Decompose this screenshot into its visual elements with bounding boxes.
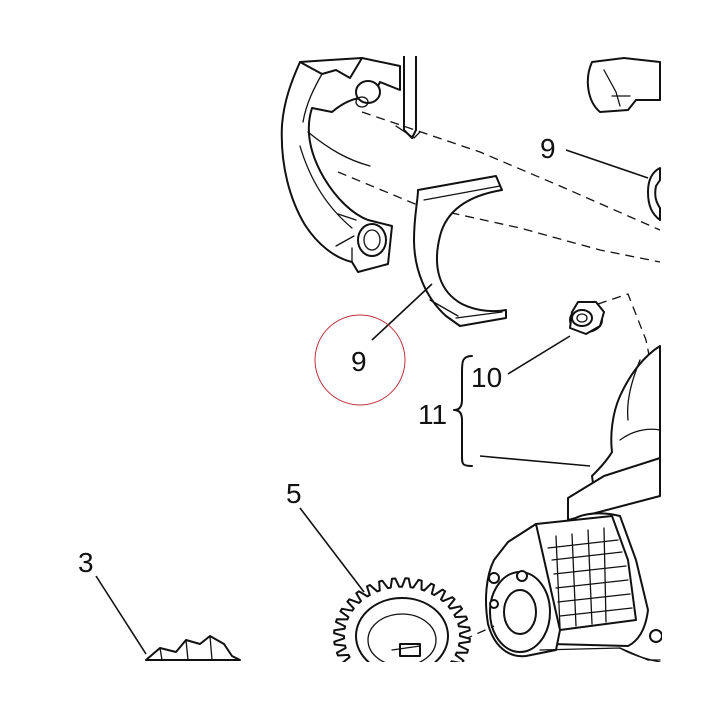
bearing-shell-right	[647, 167, 661, 221]
plug	[569, 301, 605, 335]
assembly-line-upper	[361, 111, 661, 231]
callout-9-top-right: 9	[540, 133, 556, 164]
leader-3	[95, 575, 147, 655]
callout-11: 11	[418, 399, 447, 430]
callout-3: 3	[78, 547, 94, 578]
plug-assembly-line	[597, 293, 661, 411]
callout-9-highlighted: 9	[351, 346, 367, 377]
leader-5	[299, 507, 365, 593]
leader-11	[479, 455, 591, 467]
leader-9-right	[565, 149, 649, 179]
leader-10	[507, 335, 571, 375]
crop-band-right	[662, 0, 720, 720]
callout-10: 10	[471, 362, 502, 393]
crankshaft	[485, 345, 663, 663]
leader-lines	[95, 149, 649, 655]
bracket-11	[453, 355, 473, 467]
crankcase-half-left	[280, 57, 401, 273]
crop-band-bottom	[0, 662, 720, 720]
shaft-gear	[145, 635, 241, 661]
callout-5: 5	[286, 478, 302, 509]
crankshaft-bolt-holes	[488, 570, 528, 609]
crankcase-half-right	[586, 57, 661, 113]
bearing-shell-highlighted	[413, 175, 507, 327]
leader-9-highlighted	[371, 283, 433, 341]
dowel-pin	[395, 56, 421, 139]
highlight-circle	[314, 314, 406, 406]
